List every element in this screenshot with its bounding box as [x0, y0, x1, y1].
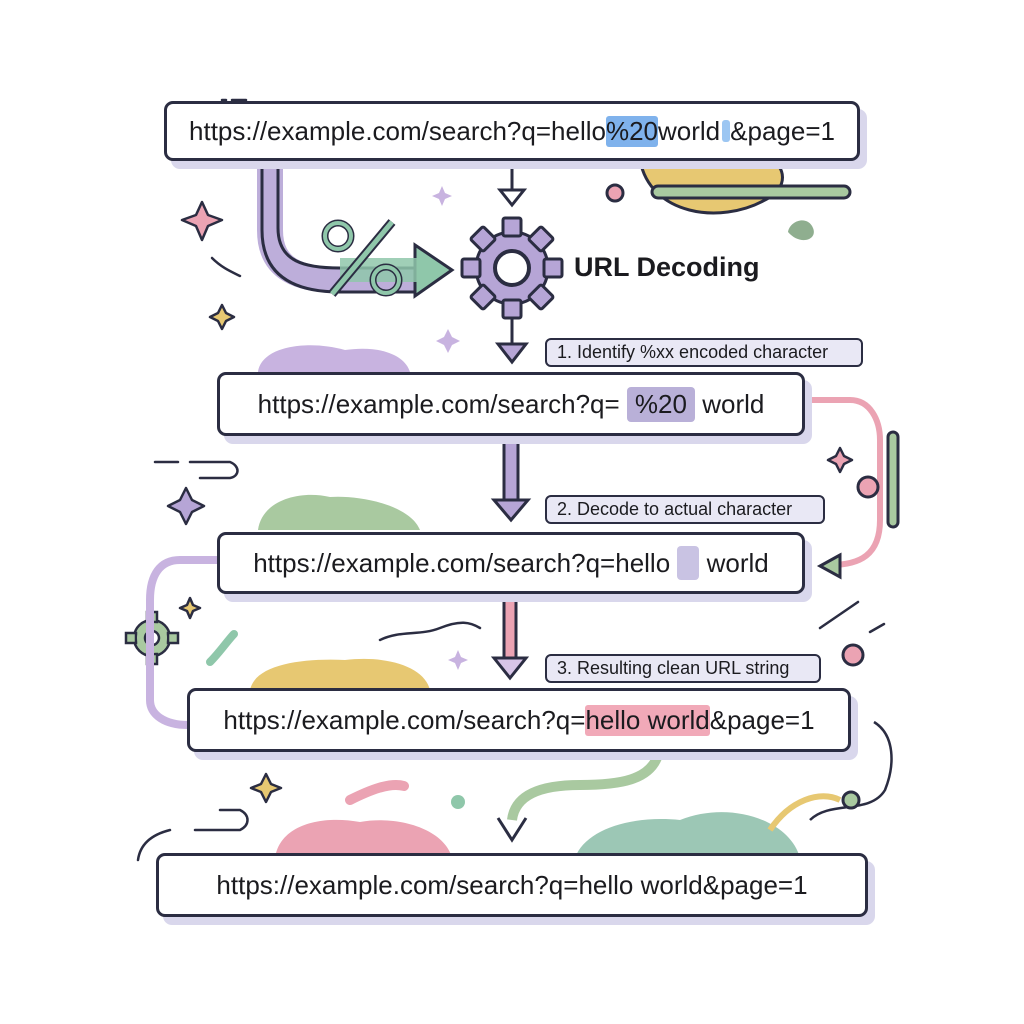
purple-loop-connector	[146, 556, 218, 729]
step2-url-prefix: https://example.com/search?q=hello	[253, 547, 671, 578]
input-url-after: world	[658, 115, 721, 146]
green-blob-bottom	[575, 812, 800, 858]
step3-url-suffix: &page=1	[709, 704, 815, 735]
step2-url-box: https://example.com/search?q=hello world	[217, 532, 805, 594]
purple-blob	[258, 345, 410, 372]
step2-url-suffix: world	[706, 547, 769, 578]
input-url-tail: &page=1	[730, 115, 835, 146]
green-arrow-head	[413, 242, 455, 299]
pink-blob-bottom	[275, 819, 452, 858]
step2-label: 2. Decode to actual character	[545, 495, 825, 524]
purple-curve-arrow	[257, 165, 420, 293]
step1-url-box: https://example.com/search?q= %20 world	[217, 372, 805, 436]
output-url: https://example.com/search?q=hello world…	[216, 869, 808, 900]
step1-url-suffix: world	[702, 388, 765, 419]
pink-loop-connector	[806, 397, 883, 568]
step3-url-box: https://example.com/search?q=hello world…	[187, 688, 851, 752]
step3-url-prefix: https://example.com/search?q=	[223, 704, 586, 735]
input-url-encoded: %20	[605, 115, 659, 147]
input-url-before: https://example.com/search?q=hello	[189, 115, 606, 146]
percent-icon	[321, 219, 403, 297]
step1-url-prefix: https://example.com/search?q=	[257, 388, 620, 419]
yellow-blob-mid	[250, 658, 430, 690]
green-blob	[258, 494, 420, 530]
green-curve-arrow	[507, 753, 663, 822]
step1-encoded: %20	[626, 386, 695, 422]
step2-decoded-space	[677, 546, 700, 580]
green-blob-small	[788, 220, 814, 241]
gear-icon	[460, 216, 564, 320]
step1-label: 1. Identify %xx encoded character	[545, 338, 863, 367]
step3-decoded: hello world	[585, 704, 710, 736]
step3-label: 3. Resulting clean URL string	[545, 654, 821, 683]
output-url-box: https://example.com/search?q=hello world…	[156, 853, 868, 917]
process-title: URL Decoding	[574, 252, 760, 282]
input-url-highlight-marker	[722, 120, 731, 142]
